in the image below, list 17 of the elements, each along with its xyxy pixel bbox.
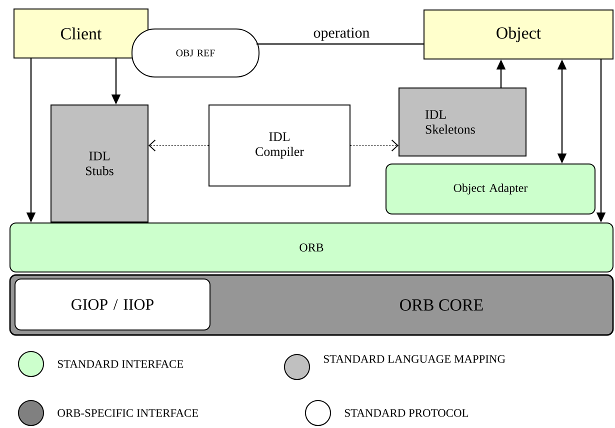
orb-bar: ORB (10, 222, 614, 272)
protocol-box: GIOP / IIOP (14, 278, 210, 330)
object-box: Object (424, 10, 614, 60)
client-box: Client (14, 8, 148, 58)
legend-label: ORB-SPECIFIC INTERFACE (58, 409, 198, 417)
dotted-arrow (350, 140, 398, 152)
edge-label: operation (314, 28, 370, 41)
legend-label: STANDARD INTERFACE (58, 360, 184, 368)
adapter-box: Object Adapter (386, 164, 596, 214)
reference-pill: OBJ REF (132, 28, 260, 78)
dotted-arrow (148, 140, 209, 152)
legend-label: STANDARD LANGUAGE MAPPING (324, 355, 506, 363)
legend-label: STANDARD PROTOCOL (344, 409, 468, 417)
compiler-box: IDL Compiler (208, 104, 350, 186)
stub-box: IDL Stubs (50, 104, 148, 222)
connector-line (256, 43, 424, 45)
skeleton-box: IDL Skeletons (398, 88, 526, 156)
